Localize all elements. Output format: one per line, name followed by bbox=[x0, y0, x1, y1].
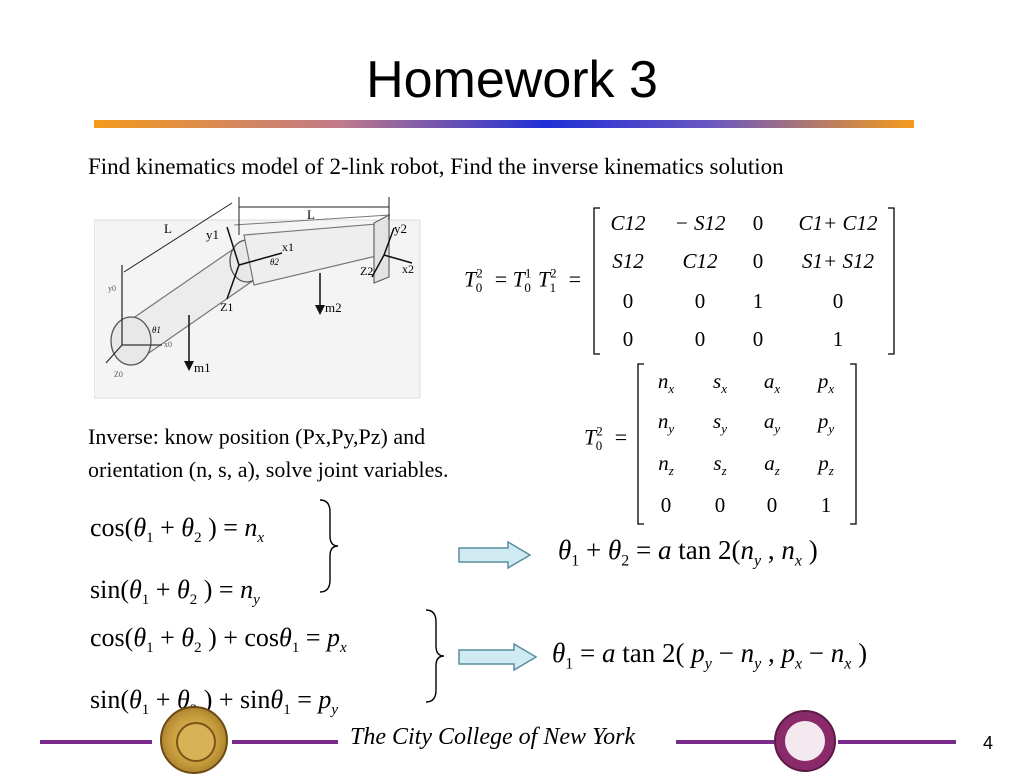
matrix-cell: 1 bbox=[821, 493, 832, 517]
matrix-cell: py bbox=[816, 409, 835, 436]
matrix-cell: 0 bbox=[695, 289, 706, 313]
label-L-left: L bbox=[164, 221, 172, 236]
matrix-cell: nx bbox=[658, 369, 675, 396]
label-x1: x1 bbox=[282, 240, 294, 254]
matrix-cell: 0 bbox=[661, 493, 672, 517]
target-pose-equation: T20 = bbox=[584, 424, 628, 453]
robot-diagram: L L y1 y2 x1 x2 Z1 Z2 m1 m2 y0 x0 Z0 θ1 … bbox=[94, 197, 421, 399]
dimension-line-left bbox=[123, 202, 233, 273]
label-m2: m2 bbox=[325, 300, 342, 315]
footer-college-name: The City College of New York bbox=[350, 724, 636, 750]
solution-sum: θ1 + θ2 = a tan 2(ny , nx ) bbox=[558, 535, 818, 570]
matrix-cell: pz bbox=[816, 451, 834, 478]
label-y1: y1 bbox=[206, 227, 219, 242]
matrix-cell: 0 bbox=[623, 289, 634, 313]
problem-statement: Find kinematics model of 2-link robot, F… bbox=[88, 154, 784, 179]
label-z2: Z2 bbox=[360, 264, 373, 278]
label-theta1: θ1 bbox=[152, 325, 161, 335]
matrix-cell: sy bbox=[713, 409, 727, 436]
label-L-top: L bbox=[307, 207, 315, 222]
matrix-cell: 0 bbox=[695, 327, 706, 351]
matrix-cell: 0 bbox=[753, 211, 764, 235]
robotics-lab-logo bbox=[774, 710, 836, 772]
brace-1 bbox=[319, 499, 339, 593]
matrix-cell: 1 bbox=[833, 327, 844, 351]
footer-rule-mid-left bbox=[232, 740, 338, 744]
matrix-cell: px bbox=[816, 369, 835, 396]
matrix-cell: 0 bbox=[753, 249, 764, 273]
matrix-cell: S12 bbox=[612, 249, 644, 273]
matrix-cell: sz bbox=[713, 451, 726, 478]
matrix-cell: 0 bbox=[753, 327, 764, 351]
matrix-cell: − S12 bbox=[675, 211, 726, 235]
college-seal-logo bbox=[160, 706, 228, 774]
matrix-cell: ax bbox=[764, 369, 781, 396]
inverse-statement: Inverse: know position (Px,Py,Pz) and or… bbox=[88, 420, 568, 486]
matrix-cell: 0 bbox=[767, 493, 778, 517]
matrix-cell: sx bbox=[713, 369, 727, 396]
matrix-cell: ny bbox=[658, 409, 675, 436]
label-z0: Z0 bbox=[114, 370, 123, 379]
matrix-cell: 0 bbox=[833, 289, 844, 313]
matrix-cell: C1+ C12 bbox=[799, 211, 878, 235]
label-x0: x0 bbox=[164, 340, 172, 349]
matrix-cell: 0 bbox=[715, 493, 726, 517]
inverse-line-1: Inverse: know position (Px,Py,Pz) and bbox=[88, 424, 426, 449]
slide-title: Homework 3 bbox=[366, 51, 658, 109]
matrix-cell: ay bbox=[764, 409, 781, 436]
page-number: 4 bbox=[983, 733, 994, 753]
footer-rule-mid-right bbox=[676, 740, 774, 744]
arrow-1 bbox=[458, 540, 532, 570]
title-underline bbox=[94, 120, 914, 128]
footer-rule-left bbox=[40, 740, 152, 744]
label-theta2: θ2 bbox=[270, 257, 279, 267]
arrow-2 bbox=[458, 642, 538, 672]
label-m1: m1 bbox=[194, 360, 211, 375]
matrix-cell: C12 bbox=[610, 211, 646, 235]
matrix-cell: 0 bbox=[623, 327, 634, 351]
label-y0: y0 bbox=[108, 284, 116, 293]
equation-group-position: cos(θ1 + θ2 ) + cosθ1 = px sin(θ1 + θ2 )… bbox=[90, 623, 347, 719]
solution-theta1: θ1 = a tan 2( py − ny , px − nx ) bbox=[552, 638, 868, 673]
footer-rule-right bbox=[838, 740, 956, 744]
matrix-cell: az bbox=[764, 451, 780, 478]
matrix-cell: nz bbox=[658, 451, 674, 478]
brace-2 bbox=[425, 609, 445, 703]
label-x2: x2 bbox=[402, 262, 414, 276]
matrix-cell: C12 bbox=[682, 249, 718, 273]
equation-group-orientation: cos(θ1 + θ2 ) = nx sin(θ1 + θ2 ) = ny bbox=[90, 513, 265, 609]
label-z1: Z1 bbox=[220, 300, 233, 314]
matrix-two: nx sx ax px ny sy ay py nz sz az pz 0 0 0 1 bbox=[637, 363, 857, 525]
inverse-line-2: orientation (n, s, a), solve joint varia… bbox=[88, 457, 449, 482]
matrix-cell: S1+ S12 bbox=[802, 249, 874, 273]
matrix-cell: 1 bbox=[753, 289, 764, 313]
label-y2: y2 bbox=[394, 221, 407, 236]
T02-symbol: T bbox=[464, 266, 477, 292]
